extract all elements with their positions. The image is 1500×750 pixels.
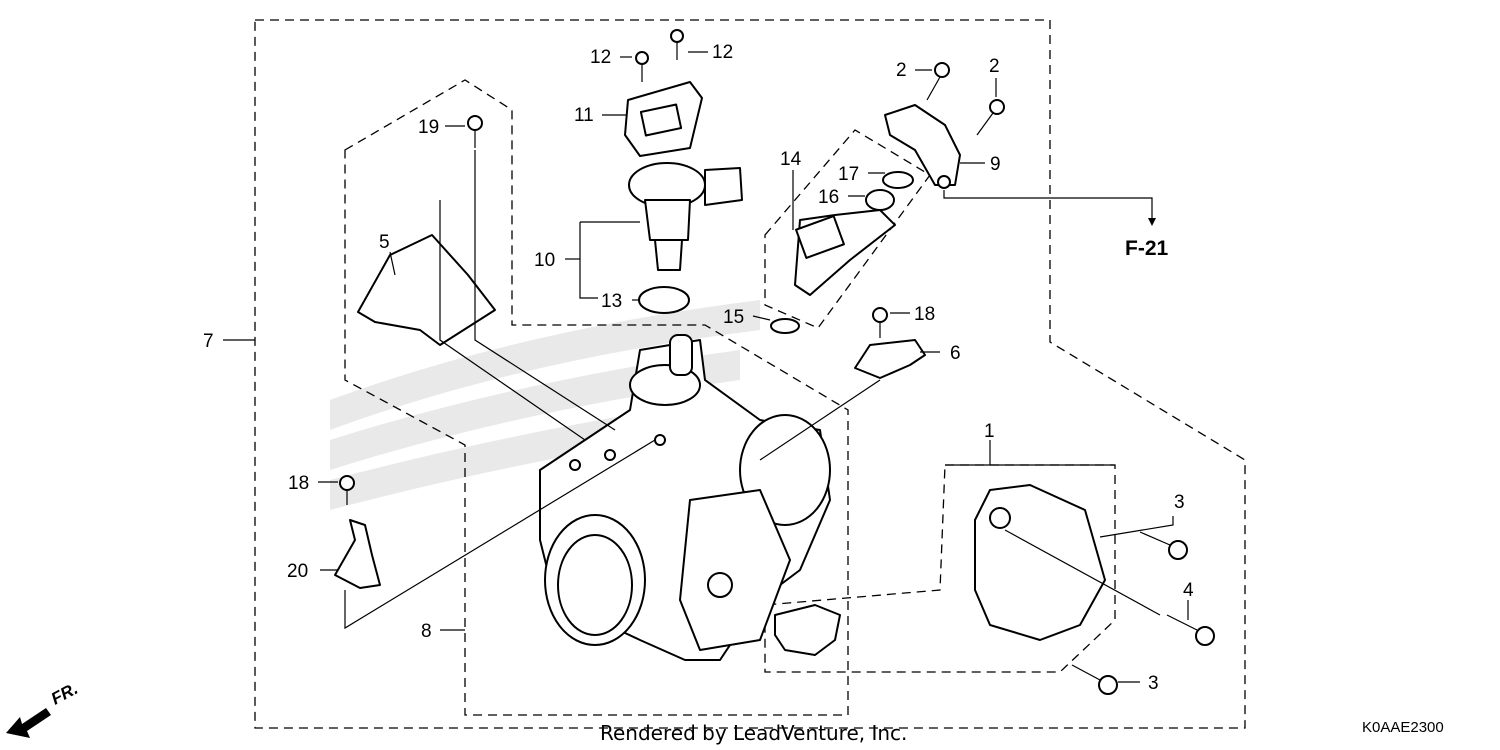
screw-2b [976, 99, 1005, 136]
footer-credit: Rendered by LeadVenture, Inc. [600, 721, 907, 745]
callout-16: 16 [818, 187, 839, 208]
callout-3a: 3 [1174, 492, 1185, 513]
callout-4: 4 [1183, 580, 1194, 601]
fuel-injector-14 [794, 209, 896, 296]
screw-4 [1166, 614, 1215, 646]
callout-2b: 2 [989, 56, 1000, 77]
bracket-group-boundary [344, 79, 849, 716]
front-marker-label: FR. [48, 679, 81, 709]
callout-6: 6 [950, 343, 961, 364]
leader-lines [223, 51, 1189, 683]
o-ring-17 [882, 171, 914, 189]
screw-2a [926, 62, 950, 101]
throttle-body-8 [539, 334, 831, 661]
callout-12a: 12 [590, 47, 611, 68]
o-ring-15 [770, 318, 800, 334]
callout-1: 1 [984, 421, 995, 442]
callout-7: 7 [203, 331, 214, 352]
cushion-ring-16 [865, 189, 895, 211]
callout-12b: 12 [712, 42, 733, 63]
section-reference-label[interactable]: F-21 [1125, 237, 1169, 260]
throttle-position-sensor-1 [974, 484, 1106, 641]
screw-3a [1139, 531, 1188, 560]
callout-8: 8 [421, 621, 432, 642]
gasket [774, 604, 841, 656]
callout-15: 15 [723, 307, 744, 328]
front-arrow-icon [6, 708, 51, 738]
fuel-joint-9 [884, 104, 961, 189]
sensor-cover-11 [624, 81, 703, 157]
screw-12a [635, 51, 649, 82]
callout-20: 20 [287, 561, 308, 582]
screw-18a [872, 307, 888, 338]
o-ring-13 [638, 286, 690, 314]
screw-12b [670, 29, 684, 60]
injector-group-boundary [764, 129, 931, 329]
screw-3b [1071, 664, 1118, 695]
bracket-6 [854, 339, 926, 379]
callout-13: 13 [601, 291, 622, 312]
callout-3b: 3 [1148, 673, 1159, 694]
callout-9: 9 [990, 154, 1001, 175]
callout-18b: 18 [288, 473, 309, 494]
callout-17: 17 [838, 164, 859, 185]
callout-19: 19 [418, 117, 439, 138]
diagram-code: K0AAE2300 [1362, 719, 1444, 736]
callout-2a: 2 [896, 60, 907, 81]
screw-19 [467, 115, 483, 148]
callout-14: 14 [780, 149, 802, 170]
map-sensor-10 [628, 162, 743, 271]
assembly-boundary [254, 19, 1246, 729]
stay-20 [334, 519, 381, 589]
screw-18b [339, 475, 355, 505]
callout-5: 5 [379, 232, 390, 253]
callout-18a: 18 [914, 304, 935, 325]
callout-10: 10 [534, 250, 555, 271]
callout-11: 11 [574, 105, 594, 126]
sensor-group-boundary [764, 464, 1116, 673]
